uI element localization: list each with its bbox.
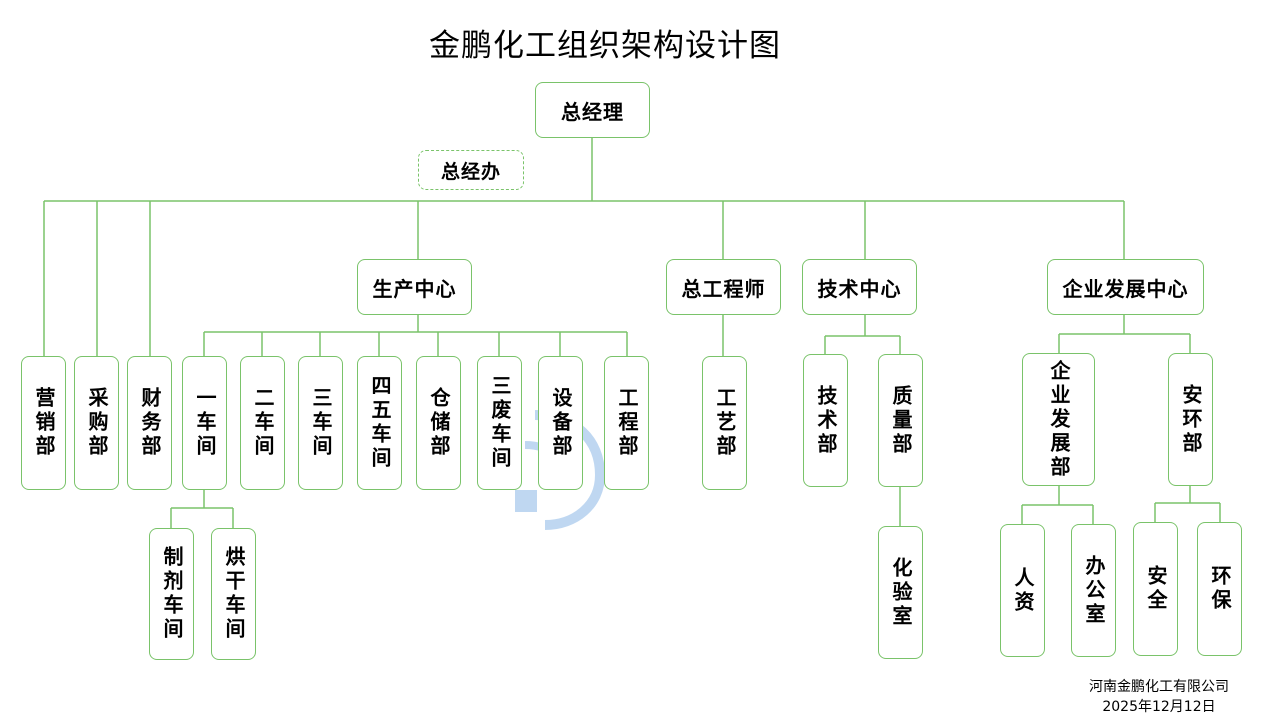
office-box: 办公室 [1071,524,1116,657]
sales-dept-box: 营销部 [21,356,66,490]
finance-dept-box: 财务部 [127,356,172,490]
workshop-2-box: 二车间 [240,356,285,490]
quality-dept-box: 质量部 [878,354,923,487]
chief-engineer-box: 总工程师 [666,259,781,315]
enterprise-dev-dept-box: 企业发展部 [1022,353,1095,486]
tech-center-box: 技术中心 [802,259,917,315]
footer-date: 2025年12月12日 [1102,699,1216,715]
tech-dept-box: 技术部 [803,354,848,487]
general-manager-office-box: 总经办 [418,150,524,190]
diagram-title: 金鹏化工组织架构设计图 [429,28,781,64]
drying-workshop-box: 烘干车间 [211,528,256,660]
workshop-45-box: 四五车间 [357,356,402,490]
environment-box: 环保 [1197,522,1242,656]
preparation-workshop-box: 制剂车间 [149,528,194,660]
ehs-dept-box: 安环部 [1168,353,1213,486]
lab-box: 化验室 [878,526,923,659]
engineering-dept-box: 工程部 [604,356,649,490]
purchase-dept-box: 采购部 [74,356,119,490]
hr-box: 人资 [1000,524,1045,657]
general-manager-box: 总经理 [535,82,650,138]
company-name: 河南金鹏化工有限公司 [1089,679,1229,695]
safety-box: 安全 [1133,522,1178,656]
production-center-box: 生产中心 [357,259,472,315]
dev-center-box: 企业发展中心 [1047,259,1204,315]
warehouse-dept-box: 仓储部 [416,356,461,490]
workshop-3-box: 三车间 [298,356,343,490]
footer: 河南金鹏化工有限公司 2025年12月12日 [1089,676,1229,716]
process-dept-box: 工艺部 [702,356,747,490]
waste-workshop-box: 三废车间 [477,356,522,490]
workshop-1-box: 一车间 [182,356,227,490]
equipment-dept-box: 设备部 [538,356,583,490]
